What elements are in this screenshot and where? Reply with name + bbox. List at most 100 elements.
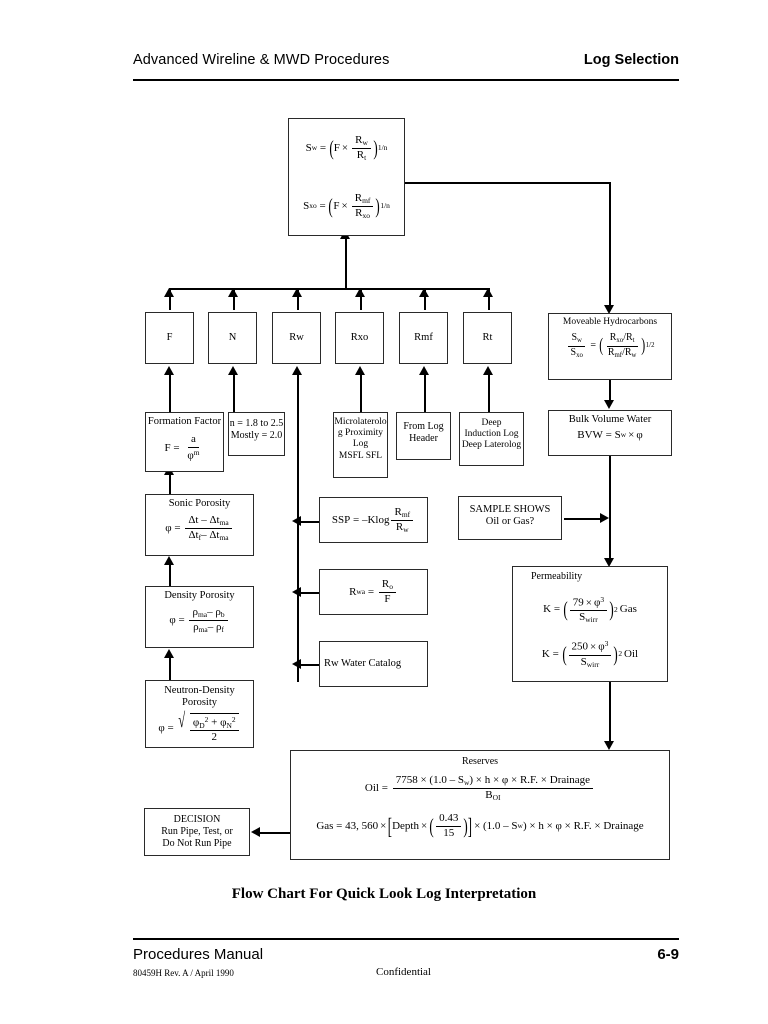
- rw-water-catalog-label: Rw Water Catalog: [324, 657, 402, 669]
- footer-confidential-label: Confidential: [376, 966, 431, 978]
- page-header: Advanced Wireline & MWD Procedures Log S…: [133, 52, 679, 82]
- connector-ssp-to-rw: [299, 521, 319, 523]
- arrow-rwa-to-rw: [292, 586, 301, 597]
- connector-reserves-to-decision: [258, 832, 290, 834]
- microlaterolog-box: Microlaterolo g Proximity Log MSFL SFL: [333, 412, 388, 478]
- connector-header-to-rmf: [424, 372, 426, 412]
- connector-riser-n: [233, 288, 235, 310]
- moveable-hydrocarbons-box: Moveable Hydrocarbons Sw Sxo = ( Rxo/Rt …: [548, 313, 672, 380]
- n-typical: Mostly = 2.0: [230, 429, 283, 441]
- variable-label-rxo: Rxo: [350, 331, 369, 343]
- n-range: n = 1.8 to 2.5: [229, 418, 284, 429]
- arrow-density-to-sonic: [163, 556, 174, 565]
- arrow-reserves-to-decision: [251, 826, 260, 837]
- variable-label-rmf: Rmf: [414, 331, 433, 343]
- footer-page-number: 6-9: [657, 946, 679, 963]
- permeability-box: Permeability K = ( 79×φ3 Swirr )2 Gas K …: [512, 566, 668, 682]
- header-title-left: Advanced Wireline & MWD Procedures: [133, 52, 390, 68]
- connector-mh-to-bvw: [609, 380, 611, 402]
- sample-shows-box: SAMPLE SHOWS Oil or Gas?: [458, 496, 562, 540]
- footer-revision: 80459H Rev. A / April 1990: [133, 968, 234, 978]
- sonic-porosity-box: Sonic Porosity φ = Δt – Δtma Δtf– Δtma: [145, 494, 254, 556]
- arrow-ff-to-f: [163, 366, 174, 375]
- sonic-porosity-formula: φ = Δt – Δtma Δtf– Δtma: [165, 514, 233, 543]
- arrow-catalog-to-rw: [292, 658, 301, 669]
- moveable-hydrocarbons-title: Moveable Hydrocarbons: [562, 317, 658, 327]
- arrow-header-to-rmf: [418, 366, 429, 375]
- variable-box-n: N: [208, 312, 257, 364]
- variable-box-f: F: [145, 312, 194, 364]
- connector-deepind-to-rt: [488, 372, 490, 412]
- rw-water-catalog-box: Rw Water Catalog: [319, 641, 428, 687]
- sonic-porosity-title: Sonic Porosity: [168, 498, 231, 509]
- neutron-density-formula: φ = √ φD2 + φN2 2: [158, 709, 240, 745]
- connector-ff-to-f: [169, 372, 171, 412]
- sample-shows-question: Oil or Gas?: [485, 516, 535, 528]
- connector-sat-to-mh-horizontal: [405, 182, 610, 184]
- formation-factor-title: Formation Factor: [147, 416, 222, 427]
- formation-factor-box: Formation Factor F = a φm: [145, 412, 224, 472]
- ssp-formula: SSP = –Klog Rmf Rw: [332, 506, 415, 535]
- variable-box-rw: Rw: [272, 312, 321, 364]
- connector-sonic-to-ff: [169, 472, 171, 494]
- arrow-nd-to-density: [163, 649, 174, 658]
- variable-label-rt: Rt: [482, 331, 493, 343]
- variable-box-rxo: Rxo: [335, 312, 384, 364]
- variable-label-n: N: [228, 331, 237, 343]
- density-porosity-box: Density Porosity φ = ρma– ρb ρma– ρf: [145, 586, 254, 648]
- arrow-bvw-to-perm: [603, 558, 614, 567]
- arrow-rw-spine: [291, 366, 302, 375]
- reserves-gas-formula: Gas = 43, 560 × [ Depth × ( 0.43 15 ) ] …: [316, 812, 644, 840]
- formation-factor-formula: F = a φm: [164, 433, 200, 462]
- connector-sample-to-spine: [564, 518, 602, 520]
- connector-rw-spine: [297, 372, 299, 682]
- decision-option-1: Run Pipe, Test, or: [161, 825, 233, 837]
- arrow-mll-to-rxo: [354, 366, 365, 375]
- variable-box-rt: Rt: [463, 312, 512, 364]
- footer-rule: [133, 938, 679, 940]
- reserves-oil-formula: Oil = 7758 × (1.0 – Sw) × h × φ × R.F. ×…: [365, 774, 595, 803]
- density-porosity-title: Density Porosity: [164, 590, 235, 601]
- connector-nd-to-density: [169, 655, 171, 680]
- arrow-riser-n: [227, 288, 238, 297]
- arrow-riser-rxo: [354, 288, 365, 297]
- decision-box: DECISION Run Pipe, Test, or Do Not Run P…: [144, 808, 250, 856]
- connector-riser-f: [169, 288, 171, 310]
- arrow-riser-rmf: [418, 288, 429, 297]
- deep-induction-box: Deep Induction Log Deep Laterolog: [459, 412, 524, 466]
- arrow-n-to-n: [227, 366, 238, 375]
- connector-riser-rt: [488, 288, 490, 310]
- connector-sat-to-mh-vertical: [609, 182, 611, 307]
- connector-density-to-sonic: [169, 562, 171, 586]
- arrow-deepind-to-rt: [482, 366, 493, 375]
- permeability-title: Permeability: [531, 571, 583, 582]
- footer-manual-title: Procedures Manual: [133, 946, 264, 963]
- n-values-box: n = 1.8 to 2.5 Mostly = 2.0: [228, 412, 285, 456]
- connector-mll-to-rxo: [360, 372, 362, 412]
- variable-label-rw: Rw: [289, 331, 304, 343]
- connector-bvw-to-perm: [609, 456, 611, 561]
- connector-n-to-n: [233, 372, 235, 412]
- arrow-riser-f: [163, 288, 174, 297]
- permeability-oil-formula: K = ( 250×φ3 Swirr )2 Oil: [541, 639, 639, 669]
- reserves-title: Reserves: [461, 756, 499, 767]
- arrow-perm-to-reserves: [603, 741, 614, 750]
- density-porosity-formula: φ = ρma– ρb ρma– ρf: [169, 606, 229, 635]
- reserves-box: Reserves Oil = 7758 × (1.0 – Sw) × h × φ…: [290, 750, 670, 860]
- connector-fanin-stem: [345, 236, 347, 288]
- arrow-ssp-to-rw: [292, 515, 301, 526]
- figure-caption: Flow Chart For Quick Look Log Interpreta…: [231, 886, 537, 902]
- connector-riser-rw: [297, 288, 299, 310]
- connector-perm-to-reserves: [609, 682, 611, 744]
- header-rule: [133, 79, 679, 81]
- header-title-right: Log Selection: [583, 52, 679, 68]
- moveable-hydrocarbons-formula: Sw Sxo = ( Rxo/Rt Rmf/Rw )1/2: [566, 332, 654, 360]
- permeability-gas-formula: K = ( 79×φ3 Swirr )2 Gas: [543, 594, 637, 625]
- variable-label-f: F: [166, 331, 173, 343]
